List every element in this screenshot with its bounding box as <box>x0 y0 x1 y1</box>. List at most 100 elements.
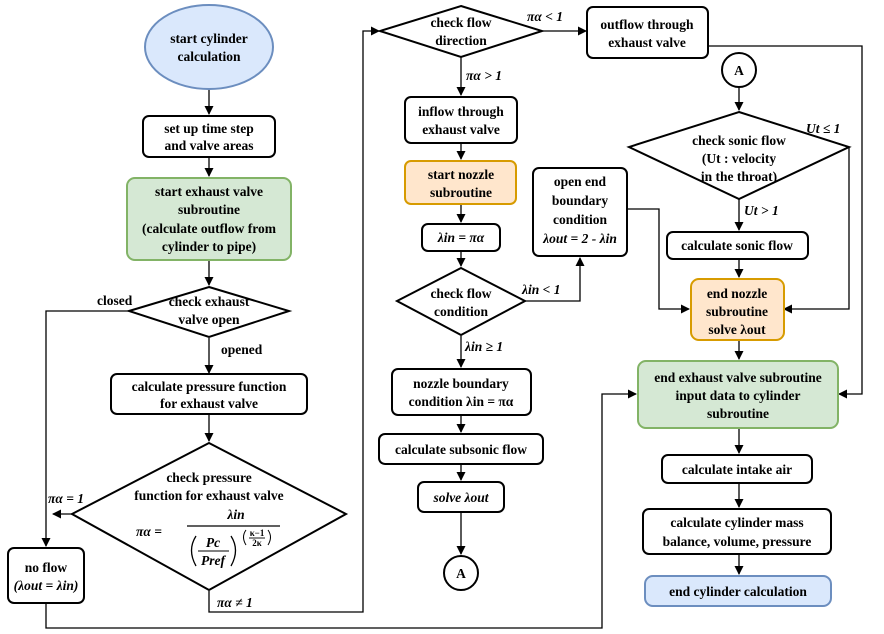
label-pa-gt-1: πα > 1 <box>466 68 502 83</box>
open-end-line-4: λout = 2 - λin <box>542 231 617 246</box>
node-subsonic: calculate subsonic flow <box>378 433 544 465</box>
formula-pc: Pc <box>206 535 220 550</box>
label-lin-ge-1: λin ≥ 1 <box>464 339 503 354</box>
setup-line-1: set up time step <box>164 121 254 136</box>
connectors <box>41 26 863 629</box>
node-nozzle-boundary: nozzle boundary condition λin = πα <box>391 368 532 416</box>
label-pa-eq-1: πα = 1 <box>48 491 84 506</box>
check-exh-line-2: valve open <box>178 312 240 327</box>
formula-exp-den: 2κ <box>252 538 262 548</box>
formula-exp-num: κ−1 <box>250 528 265 538</box>
check-exh-line-1: check exhaust <box>169 294 250 309</box>
open-end-line-2: boundary <box>552 193 609 208</box>
edge-closed <box>41 310 129 547</box>
node-intake: calculate intake air <box>661 454 813 484</box>
label-opened: opened <box>221 342 263 357</box>
check-sonic-line-2: (Ut : velocity <box>702 151 776 166</box>
node-solve: solve λout <box>417 481 505 513</box>
node-inflow: inflow through exhaust valve <box>404 96 518 144</box>
node-calc-pressure: calculate pressure function for exhaust … <box>110 373 308 415</box>
node-connector-a-bottom: A <box>443 555 479 591</box>
node-no-flow: no flow (λout = λin) <box>7 547 85 604</box>
calc-pf-line-1: calculate pressure function <box>132 379 287 394</box>
label-lin-lt-1: λin < 1 <box>521 282 560 297</box>
check-cond-line-1: check flow <box>430 286 491 301</box>
no-flow-line-2: (λout = λin) <box>14 578 79 593</box>
check-sonic-line-3: in the throat) <box>701 169 777 184</box>
node-sonic-calc: calculate sonic flow <box>666 231 809 260</box>
node-end-cylinder: end cylinder calculation <box>644 575 832 607</box>
formula-exp-right-paren <box>267 529 271 546</box>
node-check-pressure: check pressure function for exhaust valv… <box>69 441 349 592</box>
start-exh-line-1: start exhaust valve <box>155 184 263 199</box>
node-setup: set up time step and valve areas <box>142 115 276 158</box>
edge-labels: closed opened πα = 1 πα ≠ 1 πα < 1 πα > … <box>48 9 840 610</box>
outflow-line-2: exhaust valve <box>608 35 686 50</box>
node-end-exhaust: end exhaust valve subroutine input data … <box>637 360 839 429</box>
formula-exp-left-paren <box>243 529 247 546</box>
formula-right-paren <box>230 535 237 567</box>
mass-line-1: calculate cylinder mass <box>670 515 803 530</box>
mass-line-2: balance, volume, pressure <box>663 534 812 549</box>
edge-outflow-to-end <box>709 45 863 399</box>
start-noz-line-1: start nozzle <box>428 167 494 182</box>
end-exh-line-1: end exhaust valve subroutine <box>654 370 821 385</box>
outflow-line-1: outflow through <box>600 17 694 32</box>
node-start-exhaust: start exhaust valve subroutine (calculat… <box>126 177 292 261</box>
label-ut-gt-1: Ut > 1 <box>744 203 779 218</box>
label-pa-lt-1: πα < 1 <box>527 9 563 24</box>
edge-openend-to-endnoz <box>627 208 690 314</box>
start-exh-line-3: (calculate outflow from <box>142 221 277 236</box>
open-end-line-3: condition <box>553 212 608 227</box>
check-dir-line-2: direction <box>435 33 487 48</box>
edge-ut-le-1 <box>783 147 850 314</box>
node-outflow: outflow through exhaust valve <box>586 6 709 59</box>
edge-noflow-to-end <box>45 389 637 629</box>
node-start-nozzle: start nozzle subroutine <box>404 160 517 205</box>
start-exh-line-2: subroutine <box>178 202 240 217</box>
node-check-direction: check flow direction <box>376 4 546 59</box>
connector-a-bottom-label: A <box>456 566 466 581</box>
node-lambda-eq: λin = πα <box>421 223 501 252</box>
node-check-exhaust: check exhaust valve open <box>125 285 293 339</box>
connector-a-top-label: A <box>734 63 744 78</box>
node-end-nozzle: end nozzle subroutine solve λout <box>690 278 785 341</box>
check-pf-line-2: function for exhaust valve <box>134 488 283 503</box>
label-closed: closed <box>97 293 133 308</box>
start-cylinder-line-1: start cylinder <box>170 31 248 46</box>
node-open-end: open end boundary condition λout = 2 - λ… <box>532 167 628 257</box>
calc-pf-line-2: for exhaust valve <box>160 396 258 411</box>
end-exh-line-3: subroutine <box>707 406 769 421</box>
intake-text: calculate intake air <box>682 462 792 477</box>
node-mass-balance: calculate cylinder mass balance, volume,… <box>642 508 832 555</box>
inflow-line-1: inflow through <box>418 104 504 119</box>
check-dir-line-1: check flow <box>430 15 491 30</box>
node-check-condition: check flow condition <box>394 266 528 337</box>
solve-text: solve λout <box>432 490 489 505</box>
formula-lhs: πα = <box>136 524 162 539</box>
formula-numerator: λin <box>226 507 244 522</box>
node-start-cylinder: start cylinder calculation <box>144 4 274 90</box>
end-cyl-text: end cylinder calculation <box>669 584 807 599</box>
no-flow-line-1: no flow <box>25 560 68 575</box>
end-exh-line-2: input data to cylinder <box>676 388 801 403</box>
subsonic-text: calculate subsonic flow <box>395 442 527 457</box>
setup-line-2: and valve areas <box>164 138 253 153</box>
node-connector-a-top: A <box>721 52 757 88</box>
check-pf-line-1: check pressure <box>166 470 251 485</box>
inflow-line-2: exhaust valve <box>422 122 500 137</box>
check-cond-line-2: condition <box>434 304 489 319</box>
edge-pa-ne-1 <box>208 26 380 613</box>
pressure-formula: πα = λin Pc Pref κ−1 2κ <box>136 507 280 568</box>
end-noz-line-2: subroutine <box>706 304 768 319</box>
node-check-sonic: check sonic flow (Ut : velocity in the t… <box>626 110 852 201</box>
end-noz-line-1: end nozzle <box>707 286 767 301</box>
start-noz-line-2: subroutine <box>430 185 492 200</box>
start-exh-line-4: cylinder to pipe) <box>162 239 256 254</box>
open-end-line-1: open end <box>554 174 607 189</box>
check-sonic-line-1: check sonic flow <box>692 133 786 148</box>
label-ut-le-1: Ut ≤ 1 <box>806 121 840 136</box>
edge-lin-lt-1 <box>525 257 585 302</box>
start-cylinder-line-2: calculation <box>178 49 241 64</box>
